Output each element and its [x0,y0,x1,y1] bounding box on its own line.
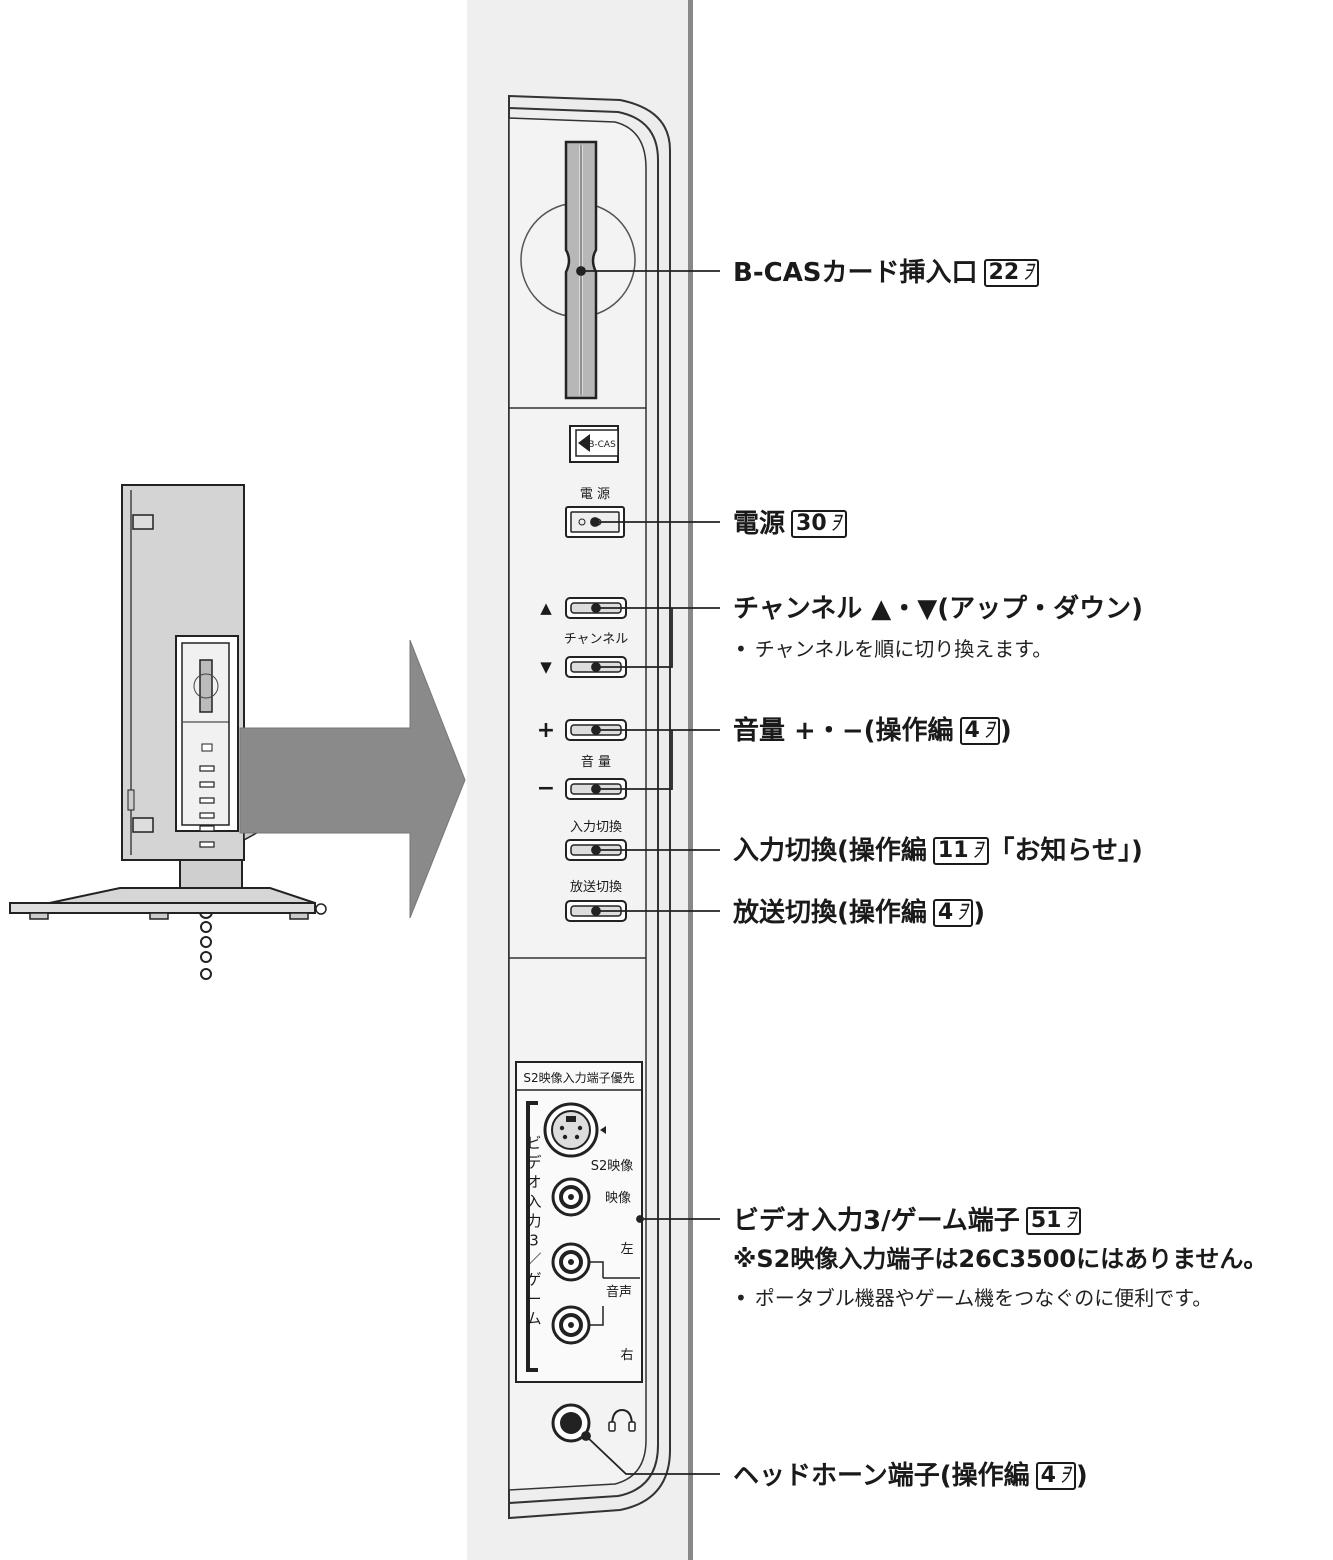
bcas-card-icon: B-CAS [569,425,619,463]
audio-right-label: 右 [620,1348,633,1363]
input-panel-label: 入力切換 [570,820,622,835]
arrow-right-icon [239,639,466,919]
vertical-label-char: ／ [526,1251,541,1269]
s2-absence-note: ※S2映像入力端子は26C3500にはありません。 [733,1245,1268,1273]
s2-priority-label: S2映像入力端子優先 [523,1071,634,1085]
svg-text:▲: ▲ [540,599,552,617]
control-panel: B-CAS 電 源 ▲ チャンネル ▼ + 音 量 − [508,94,671,1520]
svg-text:+: + [537,718,555,743]
vertical-label-char: ム [526,1310,541,1328]
rca-jack-icon[interactable] [551,1242,591,1282]
headphone-icon [608,1408,636,1432]
video-jack-label: 映像 [605,1191,631,1206]
vertical-label-char: 入 [526,1193,541,1211]
channel-panel-label: チャンネル [564,632,629,647]
vertical-video3-label: ビデオ入力 3／ ゲーム [526,1134,541,1328]
svg-text:B-CAS: B-CAS [588,440,616,450]
svg-text:−: − [537,776,555,801]
s-video-jack-icon[interactable] [543,1102,606,1158]
broadcast-panel-label: 放送切換 [570,880,622,895]
rca-jack-icon[interactable] [551,1177,591,1217]
vertical-label-char: ー [526,1290,541,1308]
video3-note: •ポータブル機器やゲーム機をつなぐのに便利です。 [735,1286,1213,1310]
callout-channel: チャンネル ▲・▼(アップ・ダウン) [733,594,1144,624]
volume-panel-label: 音 量 [581,754,611,770]
vertical-label-char: ビ [526,1134,541,1152]
audio-left-label: 左 [620,1242,633,1257]
vertical-label-char: 3 [529,1232,539,1250]
vertical-label-char: オ [526,1173,541,1191]
power-panel-label: 電 源 [580,487,610,502]
rca-jack-icon[interactable] [551,1305,591,1345]
audio-label: 音声 [606,1284,632,1300]
headphone-jack[interactable] [551,1403,591,1443]
channel-note: •チャンネルを順に切り換えます。 [735,637,1053,661]
svg-text:▼: ▼ [540,658,552,676]
vertical-label-char: 力 [526,1212,541,1230]
leader-lines [576,266,720,1475]
tv-side-view [9,484,327,980]
vertical-label-char: デ [526,1154,541,1172]
vertical-label-char: ゲ [526,1271,541,1289]
s2-video-label: S2映像 [591,1159,634,1174]
